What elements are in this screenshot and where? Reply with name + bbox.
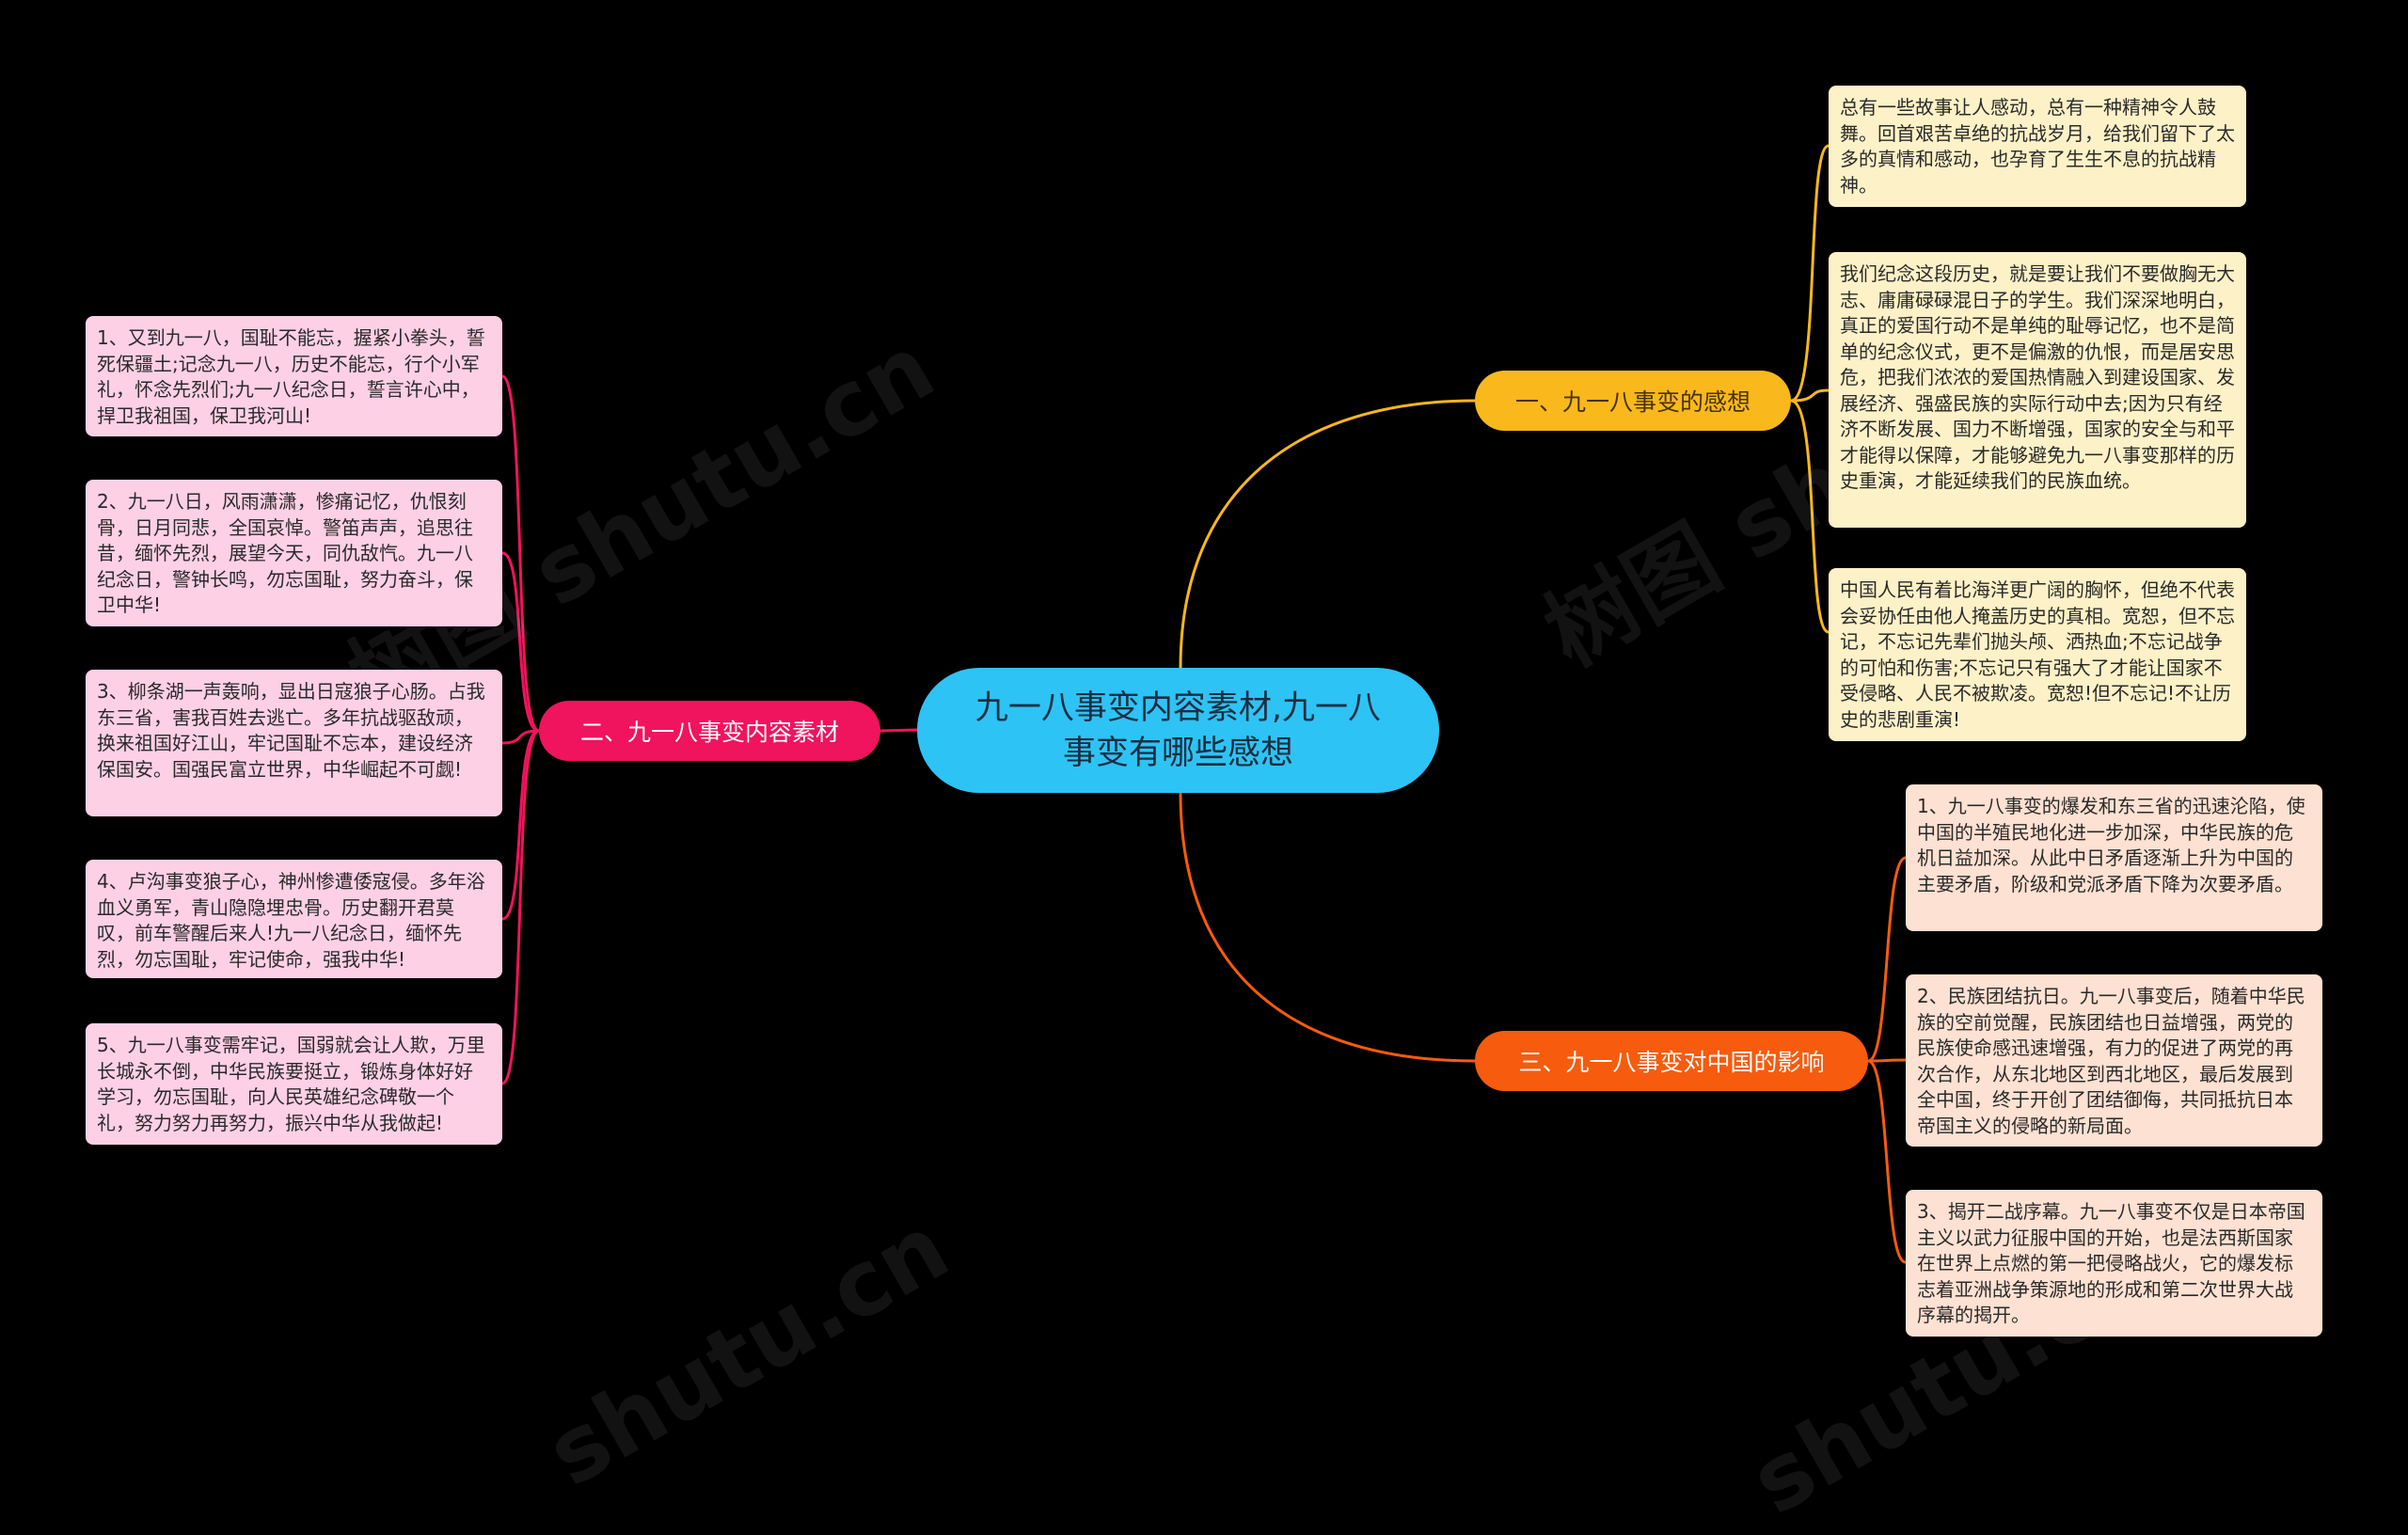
branch-materials[interactable]: 二、九一八事变内容素材: [539, 701, 880, 761]
link-b3-leaf3: [1867, 1059, 1907, 1264]
leaf-text: 5、九一八事变需牢记，国弱就会让人欺，万里长城永不倒，中华民族要挺立，锻炼身体好…: [97, 1034, 485, 1134]
leaf-impact-2[interactable]: 2、民族团结抗日。九一八事变后，随着中华民族的空前觉醒，民族团结也日益增强，两党…: [1906, 974, 2322, 1147]
leaf-text: 2、九一八日，风雨潇潇，惨痛记忆，仇恨刻骨，日月同悲，全国哀悼。警笛声声，追思往…: [97, 490, 473, 616]
center-topic[interactable]: 九一八事变内容素材,九一八事变有哪些感想: [917, 668, 1439, 793]
leaf-materials-4[interactable]: 4、卢沟事变狼子心，神州惨遭倭寇侵。多年浴血义勇军，青山隐隐埋忠骨。历史翻开君莫…: [86, 860, 502, 978]
branch-impact[interactable]: 三、九一八事变对中国的影响: [1475, 1031, 1868, 1091]
leaf-materials-3[interactable]: 3、柳条湖一声轰响，显出日寇狼子心肠。占我东三省，害我百姓去逃亡。多年抗战驱敌顽…: [86, 670, 502, 816]
link-b2-leaf5: [501, 729, 540, 1085]
mindmap-canvas: 树图 shutu.cn 树图 shu shutu.cn shutu.cn 九一八…: [86, 86, 2322, 1535]
leaf-text: 2、民族团结抗日。九一八事变后，随着中华民族的空前觉醒，民族团结也日益增强，两党…: [1917, 985, 2305, 1137]
connector-lines: [501, 144, 1907, 1264]
link-center-b3: [1179, 792, 1476, 1063]
leaf-text: 中国人民有着比海洋更广阔的胸怀，但绝不代表会妥协任由他人掩盖历史的真相。宽恕，但…: [1840, 578, 2235, 731]
link-b3-leaf1: [1867, 856, 1907, 1063]
link-b1-leaf2: [1790, 388, 1830, 403]
link-b1-leaf3: [1790, 399, 1830, 634]
branch-label: 一、九一八事变的感想: [1514, 388, 1751, 416]
link-b2-leaf3: [501, 729, 540, 745]
leaf-text: 1、又到九一八，国耻不能忘，握紧小拳头，誓死保疆土;记念九一八，历史不能忘，行个…: [97, 326, 485, 427]
leaf-text: 1、九一八事变的爆发和东三省的迅速沦陷，使中国的半殖民地化进一步加深，中华民族的…: [1917, 795, 2305, 895]
leaf-text: 3、揭开二战序幕。九一八事变不仅是日本帝国主义以武力征服中国的开始，也是法西斯国…: [1917, 1200, 2305, 1326]
link-b3-leaf2: [1867, 1058, 1907, 1063]
branch-label: 三、九一八事变对中国的影响: [1518, 1049, 1825, 1076]
leaf-feelings-3[interactable]: 中国人民有着比海洋更广阔的胸怀，但绝不代表会妥协任由他人掩盖历史的真相。宽恕，但…: [1829, 568, 2246, 741]
link-b2-leaf2: [501, 551, 540, 733]
branch-label: 二、九一八事变内容素材: [579, 719, 839, 746]
leaf-feelings-1[interactable]: 总有一些故事让人感动，总有一种精神令人鼓舞。回首艰苦卓绝的抗战岁月，给我们留下了…: [1829, 86, 2246, 207]
branch-feelings[interactable]: 一、九一八事变的感想: [1475, 371, 1791, 431]
leaf-impact-3[interactable]: 3、揭开二战序幕。九一八事变不仅是日本帝国主义以武力征服中国的开始，也是法西斯国…: [1906, 1190, 2322, 1337]
link-b2-leaf1: [501, 374, 540, 733]
center-topic-label: 九一八事变内容素材,九一八事变有哪些感想: [974, 688, 1382, 772]
leaf-text: 总有一些故事让人感动，总有一种精神令人鼓舞。回首艰苦卓绝的抗战岁月，给我们留下了…: [1840, 96, 2235, 197]
leaf-text: 3、柳条湖一声轰响，显出日寇狼子心肠。占我东三省，害我百姓去逃亡。多年抗战驱敌顽…: [97, 680, 485, 781]
leaf-materials-5[interactable]: 5、九一八事变需牢记，国弱就会让人欺，万里长城永不倒，中华民族要挺立，锻炼身体好…: [86, 1023, 502, 1145]
link-center-b2: [879, 728, 918, 733]
link-center-b1: [1179, 399, 1476, 669]
leaf-materials-1[interactable]: 1、又到九一八，国耻不能忘，握紧小拳头，誓死保疆土;记念九一八，历史不能忘，行个…: [86, 316, 502, 436]
leaf-impact-1[interactable]: 1、九一八事变的爆发和东三省的迅速沦陷，使中国的半殖民地化进一步加深，中华民族的…: [1906, 784, 2322, 931]
leaf-text: 4、卢沟事变狼子心，神州惨遭倭寇侵。多年浴血义勇军，青山隐隐埋忠骨。历史翻开君莫…: [97, 870, 485, 971]
leaf-feelings-2[interactable]: 我们纪念这段历史，就是要让我们不要做胸无大志、庸庸碌碌混日子的学生。我们深深地明…: [1829, 252, 2246, 528]
leaf-materials-2[interactable]: 2、九一八日，风雨潇潇，惨痛记忆，仇恨刻骨，日月同悲，全国哀悼。警笛声声，追思往…: [86, 480, 502, 626]
link-b1-leaf1: [1790, 144, 1830, 403]
leaf-text: 我们纪念这段历史，就是要让我们不要做胸无大志、庸庸碌碌混日子的学生。我们深深地明…: [1840, 262, 2235, 492]
link-b2-leaf4: [501, 729, 540, 921]
